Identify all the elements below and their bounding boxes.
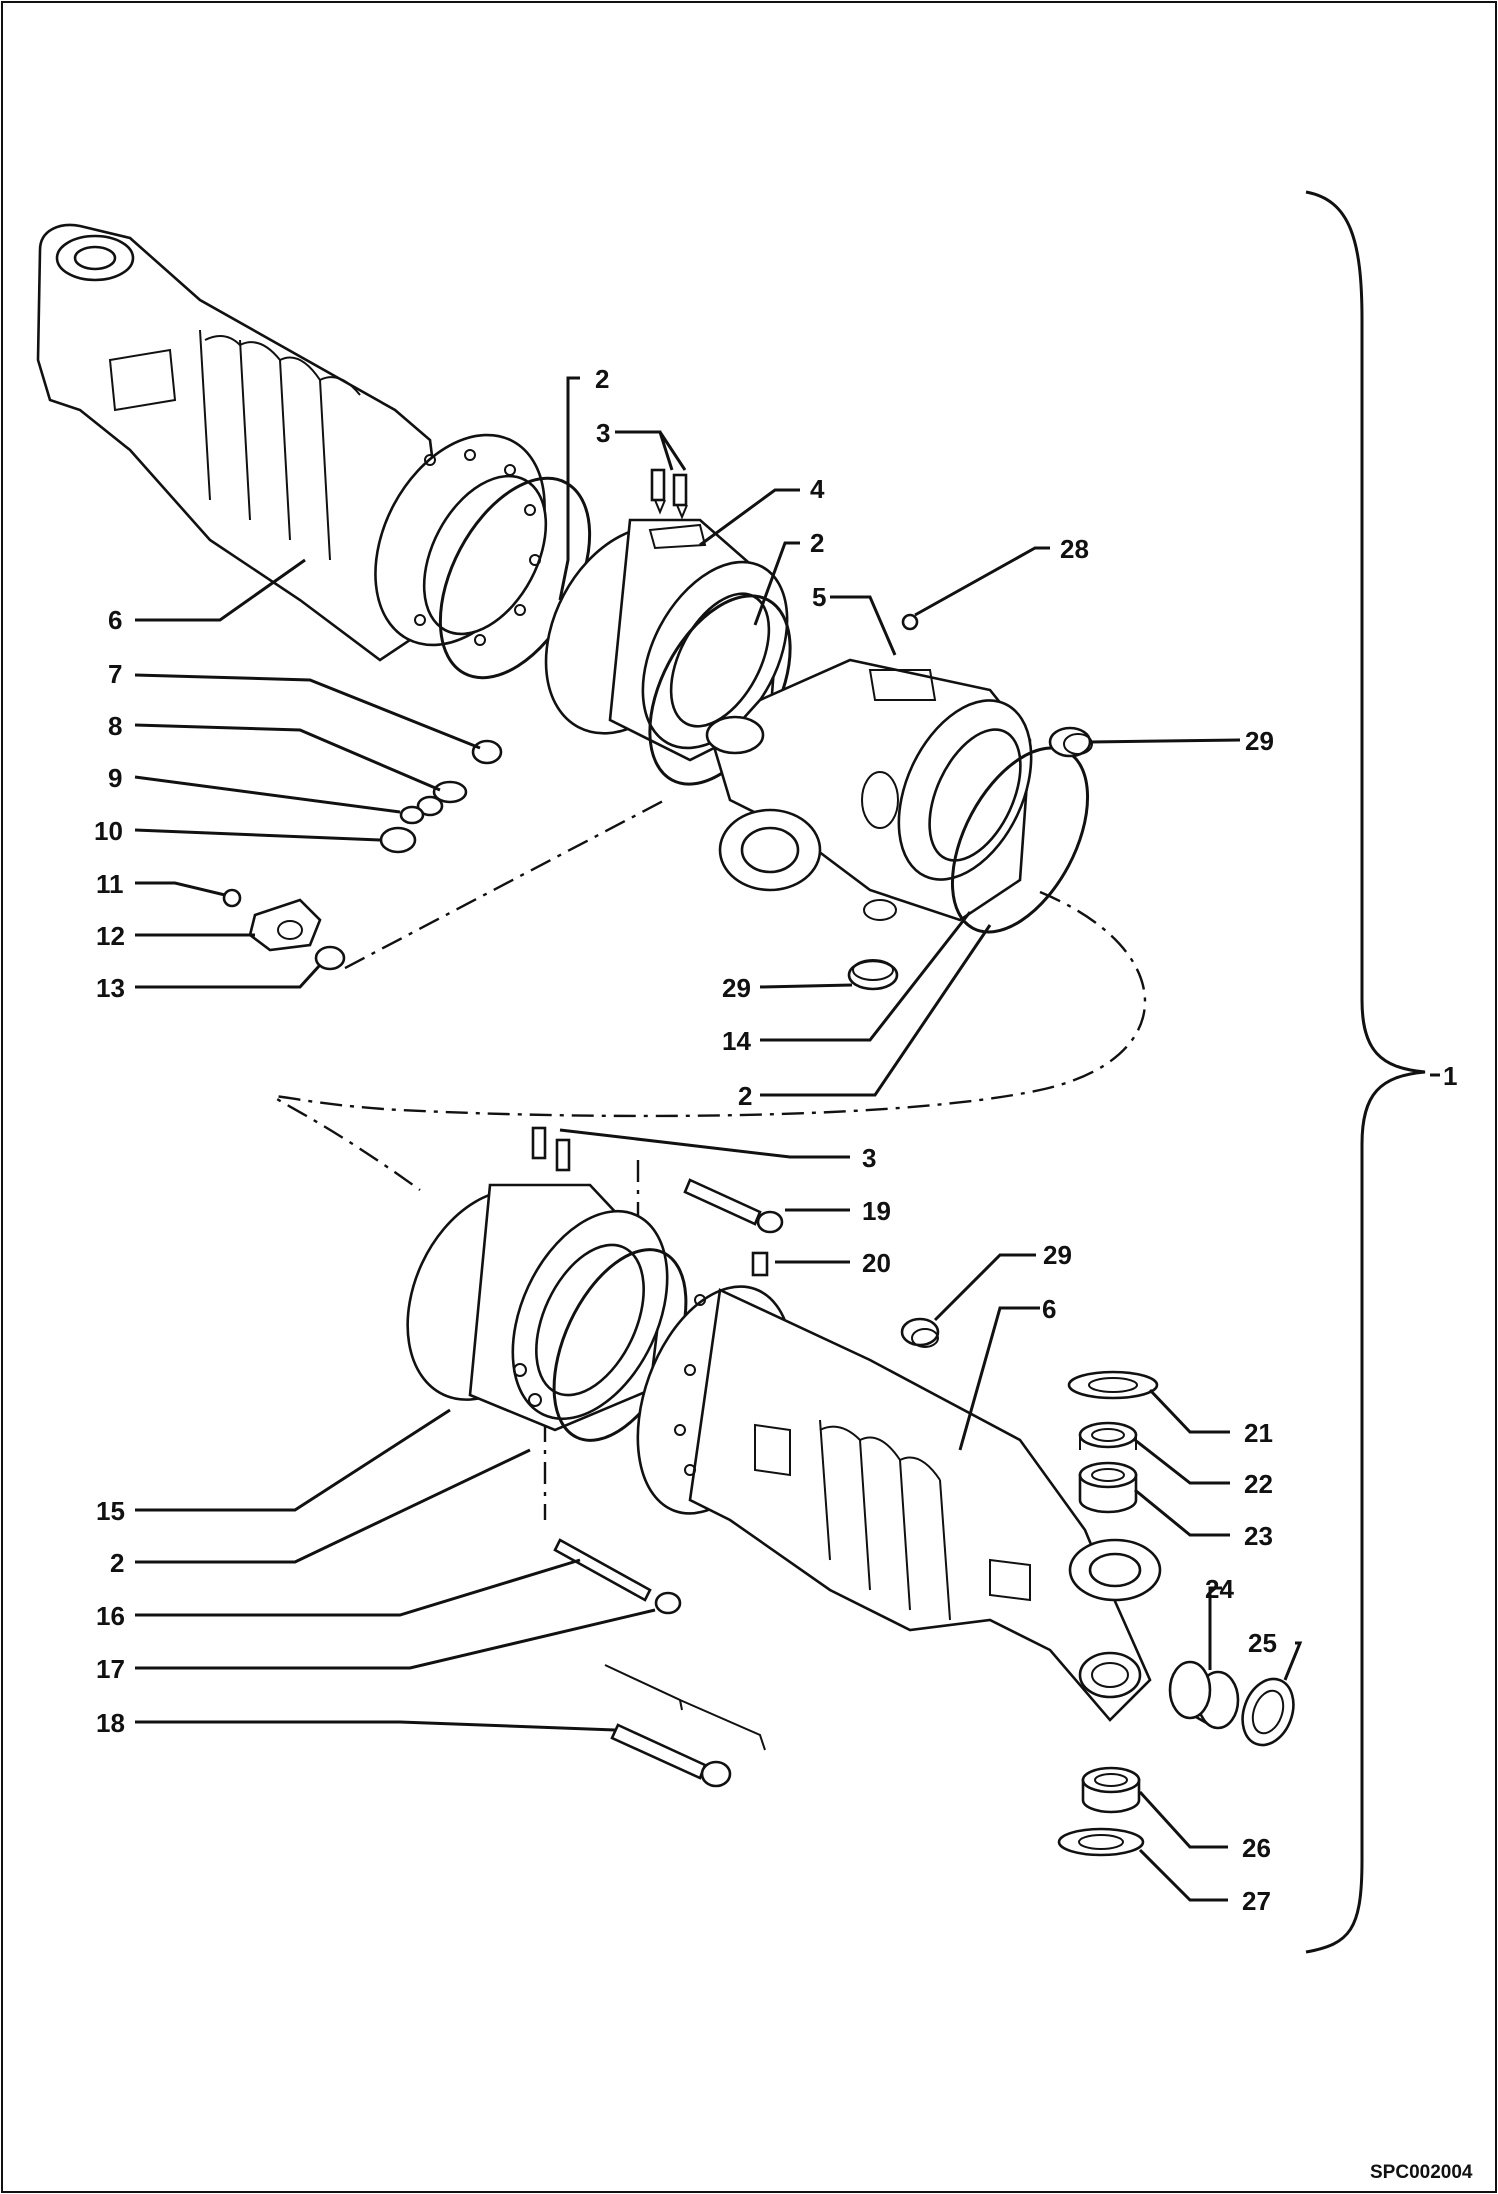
callout-4: 4	[810, 474, 825, 504]
callout-16: 16	[96, 1601, 125, 1631]
washer-27	[1057, 1827, 1145, 1857]
drawing-code: SPC002004	[1370, 2162, 1473, 2183]
bleeder-screws-upper	[650, 468, 688, 520]
callout-1: 1	[1443, 1061, 1457, 1091]
callout-9: 9	[108, 763, 122, 793]
callout-26: 26	[1242, 1833, 1271, 1863]
callout-25: 25	[1248, 1628, 1277, 1658]
dash-dot-connector-b	[543, 1160, 640, 1520]
bushing-24	[1168, 1660, 1240, 1730]
plug-29-lower	[900, 1317, 940, 1348]
callout-2d: 2	[110, 1548, 124, 1578]
bushing-23	[1078, 1461, 1138, 1514]
center-housing	[705, 658, 1033, 922]
callout-11: 11	[96, 869, 124, 899]
bushing-26	[1081, 1766, 1141, 1814]
callout-20: 20	[862, 1248, 891, 1278]
seal-25	[1241, 1677, 1295, 1747]
leader-tail-lower	[604, 1664, 766, 1751]
plug-20	[751, 1251, 769, 1277]
callout-29a: 29	[1245, 726, 1274, 756]
callout-27: 27	[1242, 1886, 1271, 1916]
callout-6b: 6	[1042, 1294, 1056, 1324]
callout-19: 19	[862, 1196, 891, 1226]
callout-23: 23	[1244, 1521, 1273, 1551]
plug-28	[901, 613, 919, 631]
callout-13: 13	[96, 973, 125, 1003]
callout-2b: 2	[810, 528, 824, 558]
sensor-parts	[222, 888, 346, 971]
bolt-18	[610, 1723, 732, 1788]
callout-3b: 3	[862, 1143, 876, 1173]
callout-28: 28	[1060, 534, 1089, 564]
callout-6a: 6	[108, 605, 122, 635]
callout-2c: 2	[738, 1081, 752, 1111]
plug-29-upper	[1048, 726, 1093, 758]
callout-21: 21	[1244, 1418, 1273, 1448]
pin-16	[553, 1538, 682, 1615]
callout-5: 5	[812, 582, 826, 612]
callout-8: 8	[108, 711, 122, 741]
callout-2a: 2	[595, 364, 609, 394]
callout-10: 10	[94, 816, 123, 846]
callout-24: 24	[1205, 1574, 1234, 1604]
axle-housing-upper	[36, 223, 548, 662]
leader-lines	[134, 376, 1440, 1902]
bolt-19	[683, 1178, 784, 1234]
washer-21	[1067, 1370, 1159, 1400]
callout-22: 22	[1244, 1469, 1273, 1499]
dash-dot-connector	[273, 798, 1146, 1191]
callout-15: 15	[96, 1496, 125, 1526]
bleeder-screws-lower	[531, 1126, 571, 1172]
callout-12: 12	[96, 921, 125, 951]
valve-parts	[379, 739, 503, 854]
plug-29-center	[847, 959, 899, 991]
callout-17: 17	[96, 1654, 125, 1684]
callout-29c: 29	[1043, 1240, 1072, 1270]
callout-7: 7	[108, 659, 122, 689]
callout-3a: 3	[596, 418, 610, 448]
assembly-brace	[1305, 190, 1426, 1954]
axle-housing-lower	[636, 1285, 1162, 1722]
callout-18: 18	[96, 1708, 125, 1738]
callout-14: 14	[722, 1026, 751, 1056]
callout-29b: 29	[722, 973, 751, 1003]
bushing-22	[1078, 1421, 1138, 1450]
